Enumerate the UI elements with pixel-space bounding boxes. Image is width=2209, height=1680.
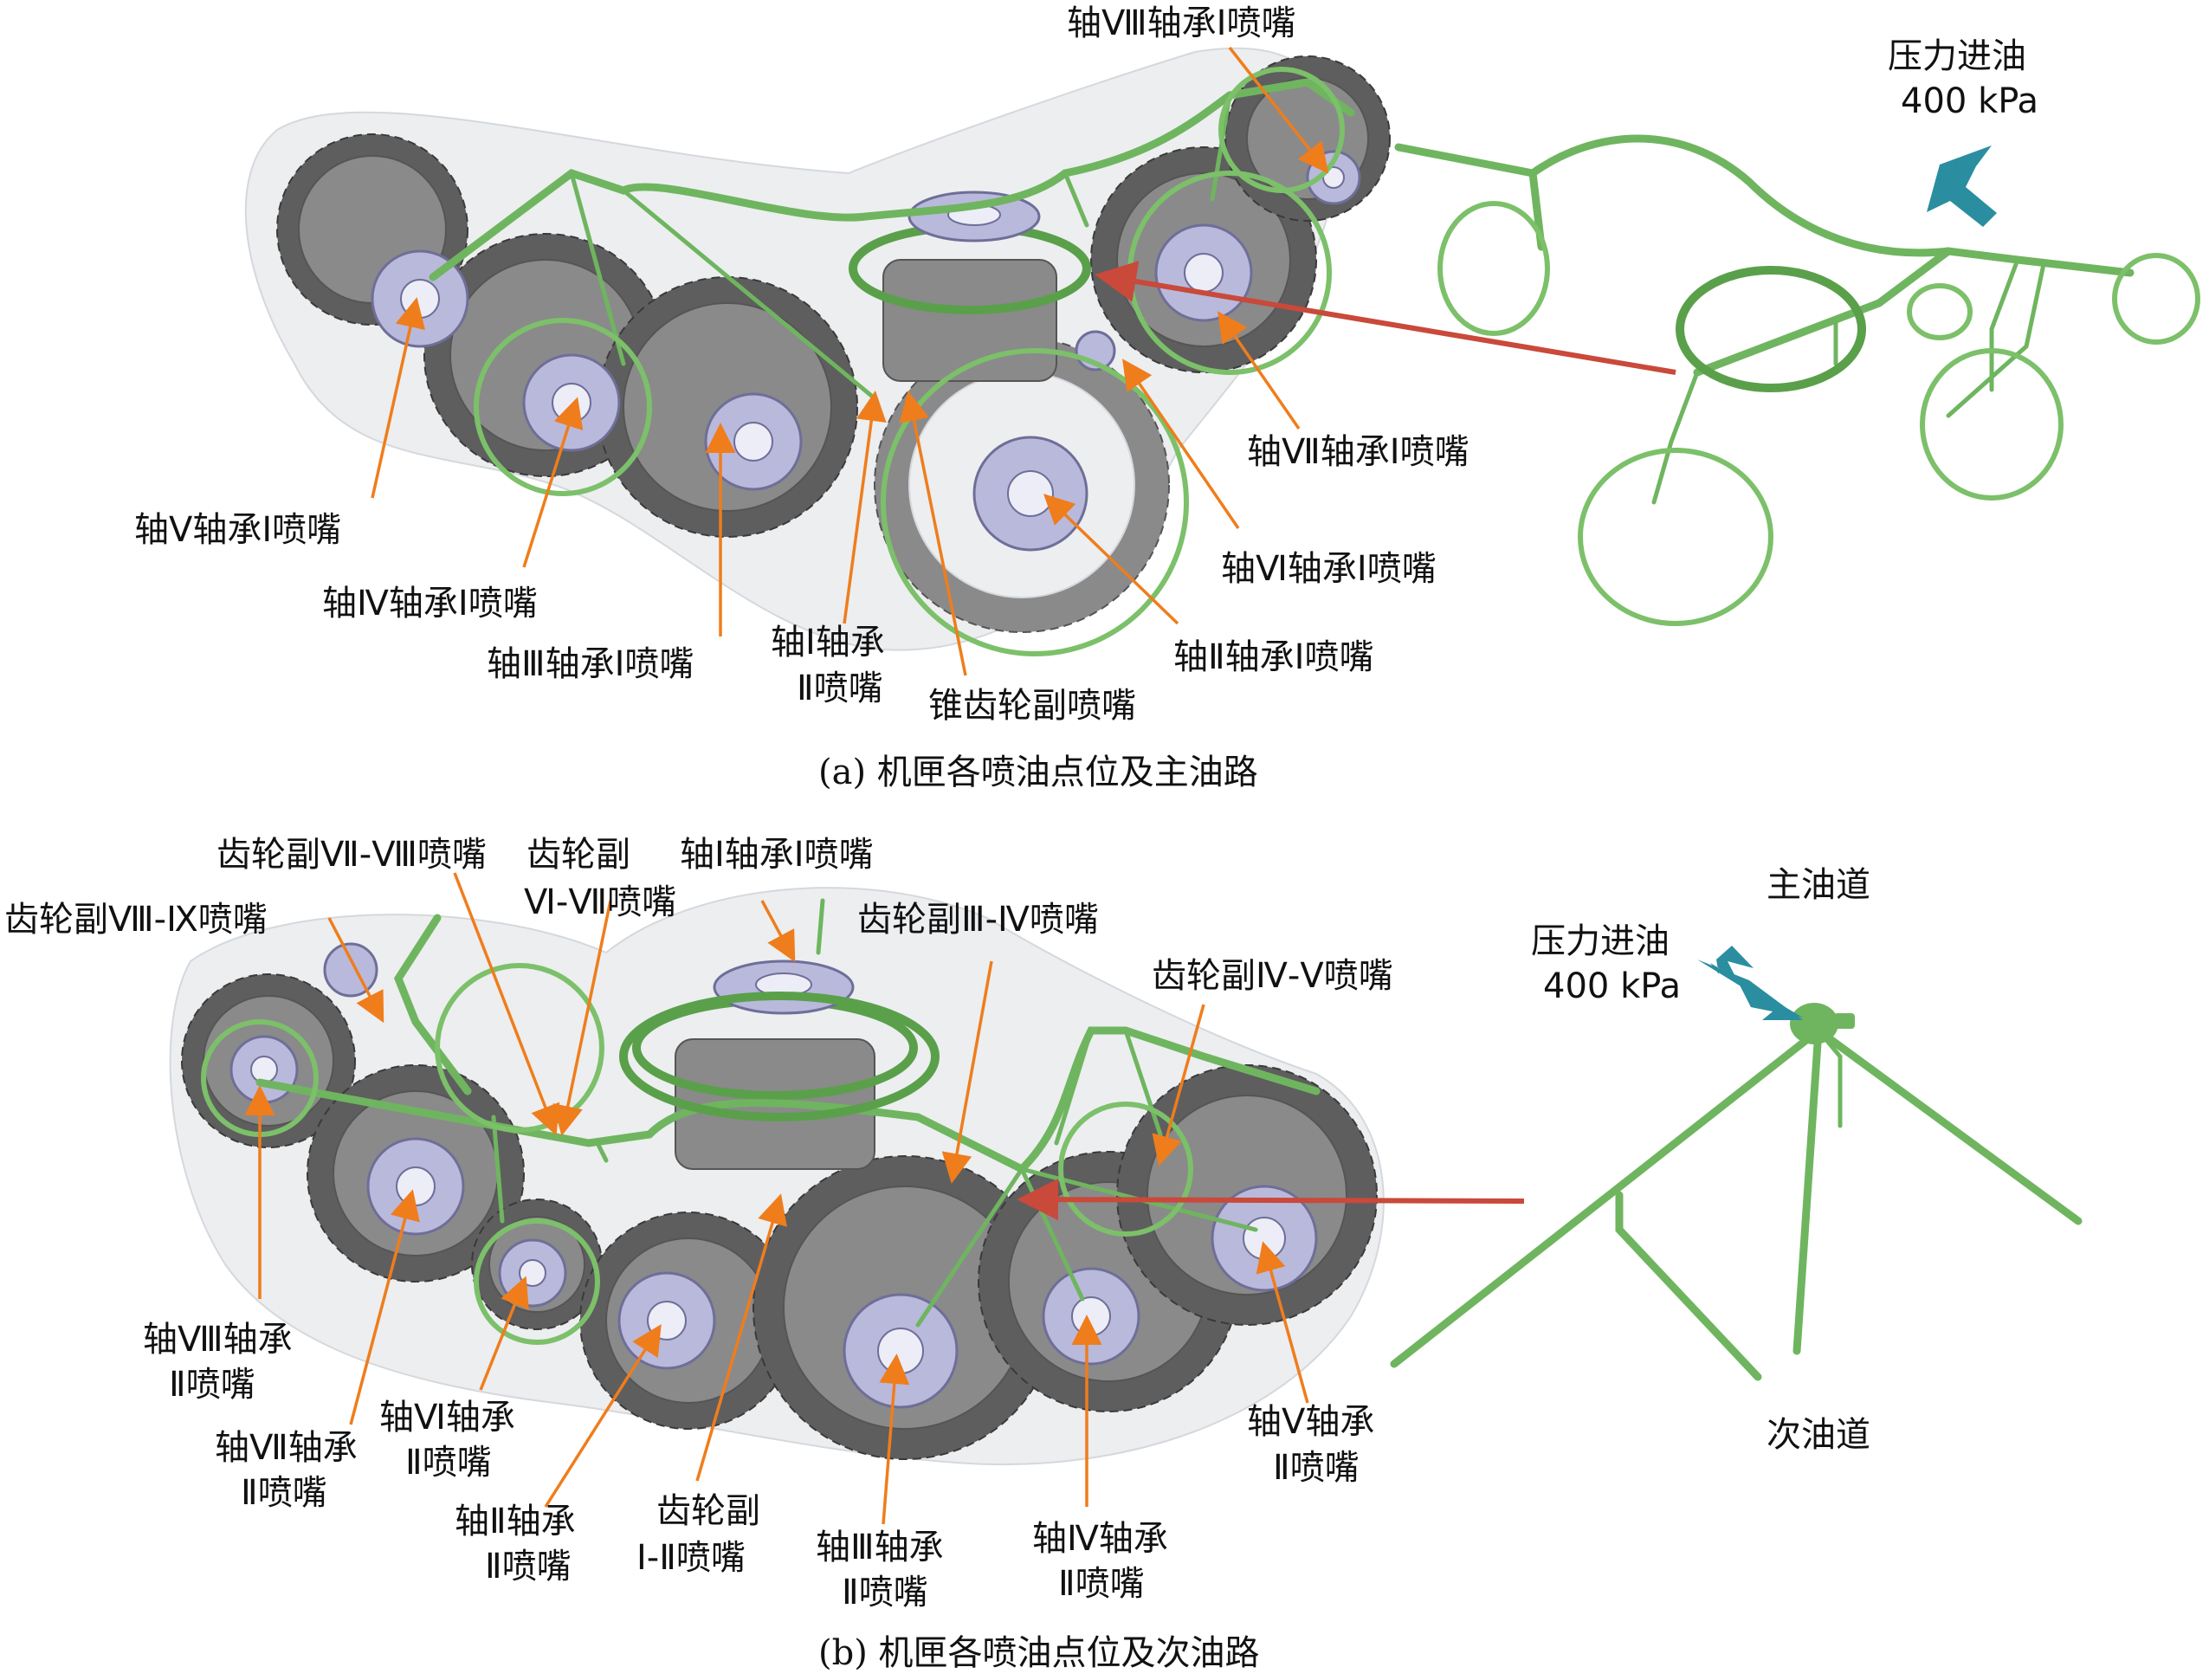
secondary-oil-pipe-isolated <box>1390 1003 2083 1381</box>
bearing-shaft2-b <box>617 1271 716 1370</box>
label-secondary-oil-channel: 次油道 <box>1767 1415 1870 1455</box>
inlet-arrow-a-teal <box>1927 145 1997 227</box>
bearing-shaft3-b <box>843 1293 959 1409</box>
label-shaft4-bearing1-nozzle: 轴Ⅳ轴承Ⅰ喷嘴 <box>322 584 538 624</box>
red-arrow-b <box>1017 1179 1525 1221</box>
red-arrow-a <box>1095 261 1676 375</box>
label-gear-pair-1-2-line1: 齿轮副 <box>656 1491 760 1531</box>
bearing-shaft8-b <box>229 1035 299 1104</box>
label-gear-pair-6-7-line2: Ⅵ-Ⅶ喷嘴 <box>524 882 676 922</box>
inlet-arrow-b-teal <box>1697 946 1803 1020</box>
label-shaft6-bearing1-nozzle: 轴Ⅵ轴承Ⅰ喷嘴 <box>1221 549 1437 589</box>
label-shaft8-bearing2-line2: Ⅱ喷嘴 <box>169 1365 255 1405</box>
label-inlet-a-line2: 400 kPa <box>1901 81 2038 121</box>
oil-pipe-network-a <box>429 67 1355 656</box>
label-gear-pair-8-9-nozzle: 齿轮副Ⅷ-Ⅸ喷嘴 <box>4 900 268 940</box>
label-shaft6-bearing2-line1: 轴Ⅵ轴承 <box>379 1398 515 1438</box>
label-shaft4-bearing2-line2: Ⅱ喷嘴 <box>1058 1564 1145 1604</box>
bearing-shaft2-a <box>972 436 1088 552</box>
label-shaft7-bearing1-nozzle: 轴Ⅶ轴承Ⅰ喷嘴 <box>1247 432 1469 472</box>
panel-a-main-oil-circuit: 轴Ⅷ轴承Ⅰ喷嘴 压力进油 400 kPa 轴Ⅶ轴承Ⅰ喷嘴 轴Ⅴ轴承Ⅰ喷嘴 轴Ⅳ轴… <box>134 3 2200 792</box>
label-shaft2-bearing1-nozzle: 轴Ⅱ轴承Ⅰ喷嘴 <box>1173 637 1373 677</box>
bearing-shaft7-a <box>1154 223 1253 322</box>
bearing-shaft6-b <box>498 1238 567 1308</box>
leader-lines-b <box>244 872 1309 1525</box>
label-shaft1-bearing2-nozzle-line1: 轴Ⅰ轴承 <box>771 623 885 662</box>
label-gear-pair-4-5-nozzle: 齿轮副Ⅳ-Ⅴ喷嘴 <box>1152 956 1393 996</box>
label-shaft6-bearing2-line2: Ⅱ喷嘴 <box>405 1443 492 1483</box>
panel-b-secondary-oil-circuit: 齿轮副Ⅶ-Ⅷ喷嘴 齿轮副 Ⅵ-Ⅶ喷嘴 轴Ⅰ轴承Ⅰ喷嘴 主油道 齿轮副Ⅷ-Ⅸ喷嘴 … <box>4 835 2083 1673</box>
label-shaft1-bearing2-nozzle-line2: Ⅱ喷嘴 <box>797 669 883 708</box>
label-shaft5-bearing2-line1: 轴Ⅴ轴承 <box>1247 1402 1374 1442</box>
main-oil-pipe-isolated <box>1394 134 2200 626</box>
label-shaft5-bearing1-nozzle: 轴Ⅴ轴承Ⅰ喷嘴 <box>134 510 341 550</box>
label-shaft4-bearing2-line1: 轴Ⅳ轴承 <box>1032 1519 1168 1559</box>
label-shaft7-bearing2-line2: Ⅱ喷嘴 <box>241 1473 327 1513</box>
label-gear-pair-7-8-nozzle: 齿轮副Ⅶ-Ⅷ喷嘴 <box>216 835 487 875</box>
label-gear-pair-3-4-nozzle: 齿轮副Ⅲ-Ⅳ喷嘴 <box>857 900 1099 940</box>
leader-lines-a <box>371 46 1329 676</box>
caption-panel-b: (b) 机匣各喷油点位及次油路 <box>818 1633 1260 1673</box>
label-shaft3-bearing2-line1: 轴Ⅲ轴承 <box>816 1528 944 1567</box>
label-shaft2-bearing2-line1: 轴Ⅱ轴承 <box>455 1502 576 1541</box>
label-shaft5-bearing2-line2: Ⅱ喷嘴 <box>1273 1448 1360 1488</box>
label-shaft7-bearing2-line1: 轴Ⅶ轴承 <box>215 1428 358 1468</box>
label-shaft2-bearing2-line2: Ⅱ喷嘴 <box>485 1547 572 1586</box>
caption-panel-a: (a) 机匣各喷油点位及主油路 <box>818 753 1258 792</box>
bearing-shaft4-a <box>522 353 621 452</box>
bearing-shaft1-b <box>323 942 378 998</box>
label-inlet-a-line1: 压力进油 <box>1888 36 2026 76</box>
label-shaft3-bearing2-line2: Ⅱ喷嘴 <box>842 1573 928 1612</box>
label-shaft8-bearing1-nozzle: 轴Ⅷ轴承Ⅰ喷嘴 <box>1067 3 1295 43</box>
label-main-oil-channel: 主油道 <box>1767 865 1870 905</box>
label-inlet-b-line1: 压力进油 <box>1531 921 1670 961</box>
label-inlet-b-line2: 400 kPa <box>1543 966 1681 1006</box>
bearing-shaft4-b <box>1042 1267 1140 1366</box>
label-bevel-gear-nozzle: 锥齿轮副喷嘴 <box>928 686 1136 726</box>
bearing-shaft7-b <box>366 1137 465 1236</box>
label-shaft1-bearing1-nozzle: 轴Ⅰ轴承Ⅰ喷嘴 <box>680 835 874 875</box>
label-gear-pair-6-7-line1: 齿轮副 <box>526 835 630 875</box>
label-shaft8-bearing2-line1: 轴Ⅷ轴承 <box>143 1320 293 1360</box>
label-shaft3-bearing1-nozzle: 轴Ⅲ轴承Ⅰ喷嘴 <box>487 644 694 684</box>
label-gear-pair-1-2-line2: Ⅰ-Ⅱ喷嘴 <box>636 1538 746 1578</box>
main-channel-junction <box>1790 1003 1838 1044</box>
